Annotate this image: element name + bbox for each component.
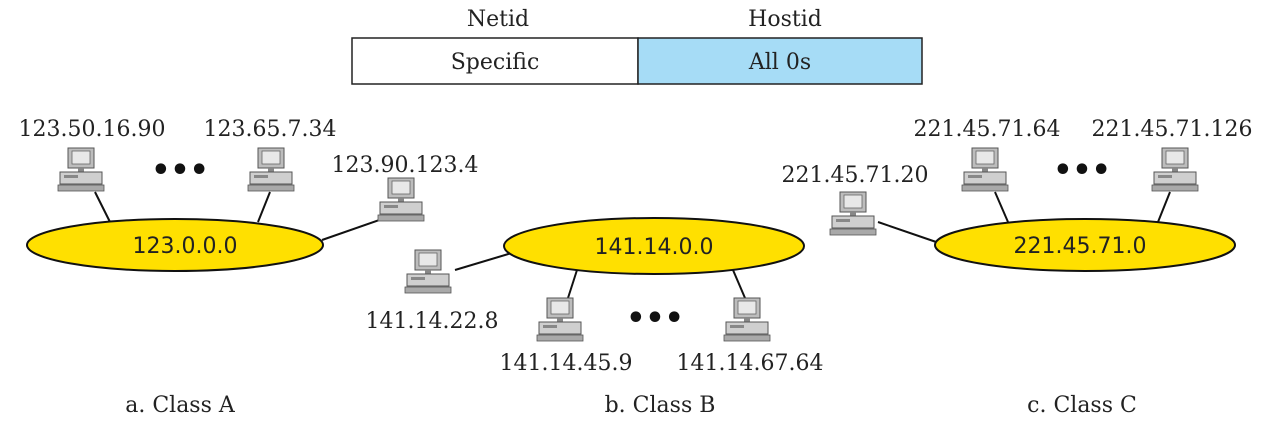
class-c-host-1-address: 221.45.71.20 [782,163,929,188]
class-a-link-1 [94,191,111,223]
class-c-link-1 [877,221,943,245]
netid-value: Specific [451,50,540,75]
class-a-network-address: 123.0.0.0 [133,234,238,259]
class-c-host-2-address: 221.45.71.64 [914,117,1061,142]
class-a-host-3-computer-icon [377,177,425,222]
class-b-link-1 [454,251,516,271]
class-c-network-address: 221.45.71.0 [1014,234,1147,259]
class-c-network-ellipse [934,218,1236,272]
hostid-box [637,37,923,85]
class-c-network: 221.45.71.0 221.45.71.20 221.45.71.64 22… [782,117,1253,418]
class-b-link-2 [567,269,578,299]
class-c-host-3-address: 221.45.71.126 [1092,117,1253,142]
class-b-network: 141.14.0.0 141.14.22.8 141.14.45.9 141.1… [366,217,824,418]
class-b-host-3-address: 141.14.67.64 [677,351,824,376]
class-a-link-2 [257,191,271,223]
class-a-network-ellipse [26,218,324,272]
class-b-link-3 [732,269,746,299]
netid-box [351,37,639,85]
class-a-host-1-computer-icon [57,147,105,192]
class-c-host-1-computer-icon [829,191,877,236]
class-b-host-3-computer-icon [723,297,771,342]
class-a-ellipsis: ••• [151,153,209,188]
hostid-label: Hostid [748,7,822,32]
class-a-host-3-address: 123.90.123.4 [332,153,479,178]
class-c-host-2-computer-icon [961,147,1009,192]
class-b-network-ellipse [503,217,805,275]
class-c-caption: c. Class C [1027,393,1137,418]
class-b-host-1-computer-icon [404,249,452,294]
hostid-value: All 0s [748,50,811,75]
class-c-link-3 [1157,191,1171,223]
class-a-link-3 [321,217,386,241]
class-c-ellipsis: ••• [1053,153,1111,188]
class-b-ellipsis: ••• [626,301,684,336]
netid-label: Netid [467,7,529,32]
class-b-host-2-address: 141.14.45.9 [500,351,633,376]
class-a-network: 123.0.0.0 123.50.16.90 123.65.7.34 123.9… [19,117,479,418]
class-a-host-2-address: 123.65.7.34 [204,117,337,142]
class-a-caption: a. Class A [125,393,236,418]
class-c-host-3-computer-icon [1151,147,1199,192]
class-a-host-1-address: 123.50.16.90 [19,117,166,142]
class-b-host-1-address: 141.14.22.8 [366,309,499,334]
class-b-network-address: 141.14.0.0 [595,235,714,260]
class-b-caption: b. Class B [605,393,716,418]
class-b-host-2-computer-icon [536,297,584,342]
class-a-host-2-computer-icon [247,147,295,192]
class-c-link-2 [994,191,1009,223]
